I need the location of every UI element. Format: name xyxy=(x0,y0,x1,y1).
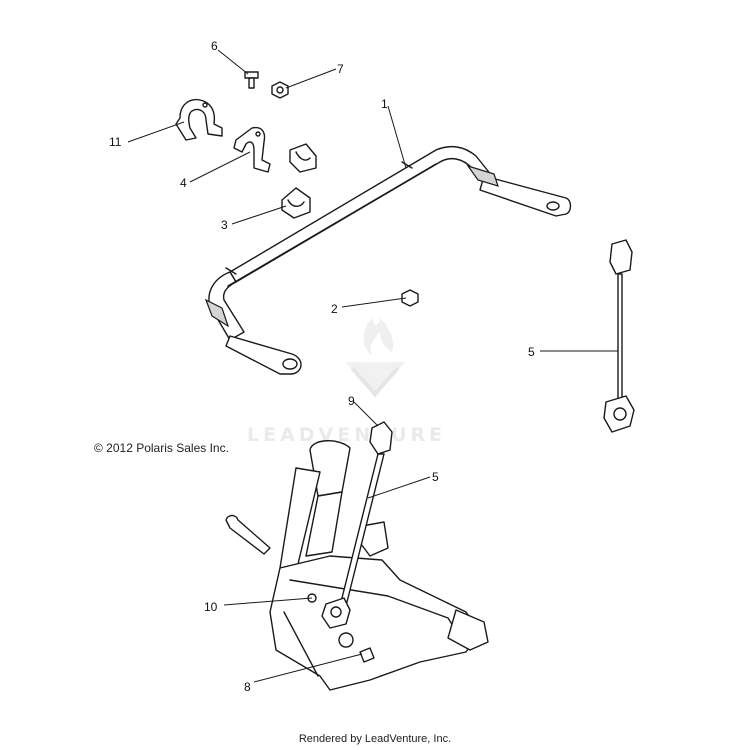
nut-part-2 xyxy=(401,289,419,307)
shock-and-control-arm-assembly xyxy=(225,440,489,691)
copyright-notice: © 2012 Polaris Sales Inc. xyxy=(94,441,229,455)
leader-lines xyxy=(127,49,618,683)
callout-6: 6 xyxy=(211,39,218,53)
clamp-bracket-part-4 xyxy=(233,126,271,173)
callout-4: 4 xyxy=(180,176,187,190)
bolt-part-6 xyxy=(244,71,259,89)
callout-3: 3 xyxy=(221,218,228,232)
callout-8: 8 xyxy=(244,680,251,694)
callout-1: 1 xyxy=(381,97,388,111)
stabilizer-bar xyxy=(204,145,572,375)
callout-5-right: 5 xyxy=(528,345,535,359)
bushing-upper xyxy=(289,143,317,173)
bushing-part-3 xyxy=(281,187,311,219)
callout-2: 2 xyxy=(331,302,338,316)
callout-7: 7 xyxy=(337,62,344,76)
callout-10: 10 xyxy=(204,600,218,614)
link-rod-right xyxy=(603,239,635,433)
link-rod-lower xyxy=(321,421,393,629)
callout-9: 9 xyxy=(348,394,355,408)
callout-numbers: 1 2 3 4 5 5 6 7 8 9 10 11 xyxy=(109,39,535,694)
callout-11: 11 xyxy=(109,135,122,149)
callout-5-lower: 5 xyxy=(432,470,439,484)
nut-part-7 xyxy=(271,81,289,99)
leadventure-watermark-logo: LEADVENTURE xyxy=(247,318,446,446)
watermark-text: LEADVENTURE xyxy=(247,424,446,446)
clamp-bracket-part-11 xyxy=(175,98,223,141)
footer-credit: Rendered by LeadVenture, Inc. xyxy=(298,733,452,745)
